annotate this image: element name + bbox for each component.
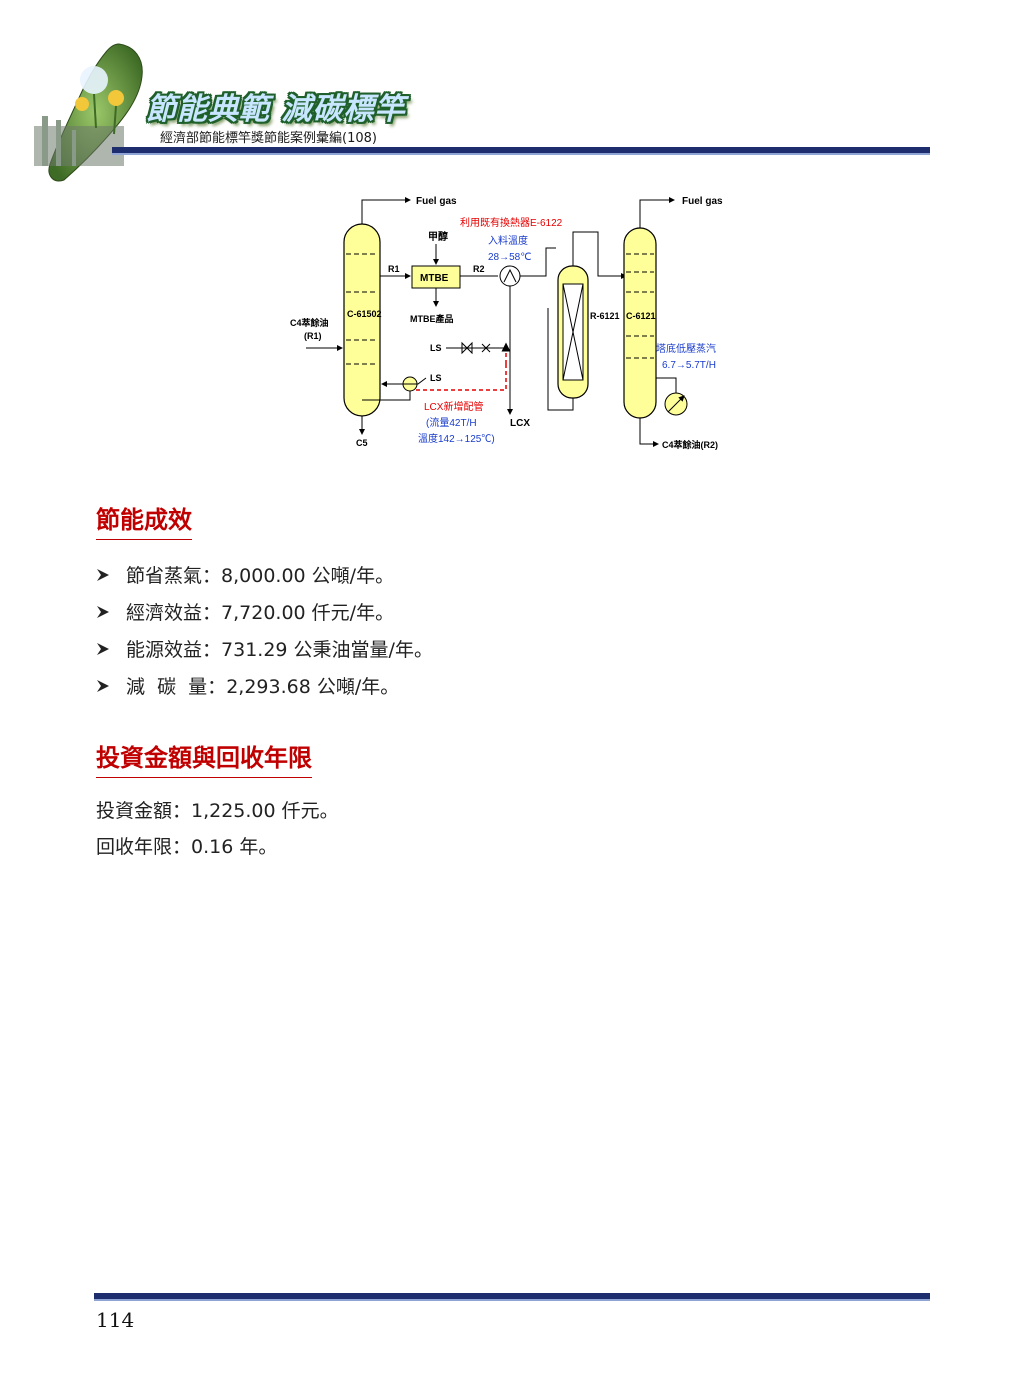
arrow-bullet-icon [97,605,109,618]
section-heading-energy-saving: 節能成效 [96,500,192,540]
label-ls-1: LS [430,343,442,353]
item-value: 731.29 公秉油當量/年。 [221,639,433,661]
label-c4-feed-1: C4萃餘油 [290,317,329,328]
footer-divider [94,1293,930,1301]
energy-saving-list: 節省蒸氣：8,000.00 公噸/年。 經濟效益：7,720.00 仟元/年。 … [96,556,433,704]
list-item: 節省蒸氣：8,000.00 公噸/年。 [96,556,433,593]
arrow-bullet-icon [97,568,109,581]
label-r2: R2 [473,264,485,274]
brand-title: 節能典範 減碳標竿 [146,92,406,127]
note-feed-temp: 入料溫度 [488,234,528,247]
label-fuel-gas-right: Fuel gas [682,196,723,207]
label-reactor: R-6121 [590,311,620,321]
header-divider [112,147,930,155]
note-lcx-1: LCX新增配管 [424,400,483,413]
label-r1: R1 [388,264,400,274]
note-lcx-2: (流量42T/H [426,416,477,429]
label-column-left: C-61502 [347,309,382,319]
note-exchanger: 利用既有換熱器E-6122 [460,216,563,229]
payback-period: 回收年限：0.16 年。 [96,836,278,858]
label-column-right: C-6121 [626,311,656,321]
label-mtbe-product: MTBE產品 [410,313,454,324]
arrow-bullet-icon [97,679,109,692]
new-lcx-pipe [416,364,507,391]
list-item: 經濟效益：7,720.00 仟元/年。 [96,593,433,630]
label-c5: C5 [356,438,368,448]
item-label: 節省蒸氣 [126,565,203,587]
note-steam-1: 塔底低壓蒸汽 [656,342,716,355]
item-label: 經濟效益 [126,602,203,624]
list-item: 能源效益：731.29 公秉油當量/年。 [96,630,433,667]
note-steam-2: 6.7→5.7T/H [662,360,716,371]
page-number: 114 [96,1308,135,1332]
arrow-bullet-icon [97,642,109,655]
label-ls-2: LS [430,373,442,383]
item-value: 8,000.00 公噸/年。 [221,565,395,587]
column-left [343,223,381,417]
column-right [623,227,657,419]
label-mtbe: MTBE [420,273,449,284]
item-value: 2,293.68 公噸/年。 [226,676,400,698]
label-lcx: LCX [510,418,530,429]
investment-amount: 投資金額：1,225.00 仟元。 [96,800,339,822]
label-c4-feed-2: (R1) [304,331,322,341]
brand-subtitle: 經濟部節能標竿獎節能案例彙編(108) [160,131,377,146]
page-header: 節能典範 減碳標竿 經濟部節能標竿獎節能案例彙編(108) [0,0,1024,190]
note-lcx-3: 溫度142→125℃) [418,432,495,445]
list-item: 減 碳 量：2,293.68 公噸/年。 [96,667,433,704]
item-label: 減 碳 量 [126,676,208,698]
taiwan-logo-icon [34,43,143,182]
item-label: 能源效益 [126,639,203,661]
process-flow-diagram: C-61502 Fuel gas R1 MTBE 甲醇 MTBE產品 R2 LC… [290,196,723,450]
label-fuel-gas-left: Fuel gas [416,196,457,207]
label-c4-out: C4萃餘油(R2) [662,439,718,450]
item-value: 7,720.00 仟元/年。 [221,602,395,624]
note-feed-temp-value: 28→58℃ [488,252,531,263]
section-heading-investment: 投資金額與回收年限 [96,738,312,778]
label-methanol: 甲醇 [428,230,448,243]
